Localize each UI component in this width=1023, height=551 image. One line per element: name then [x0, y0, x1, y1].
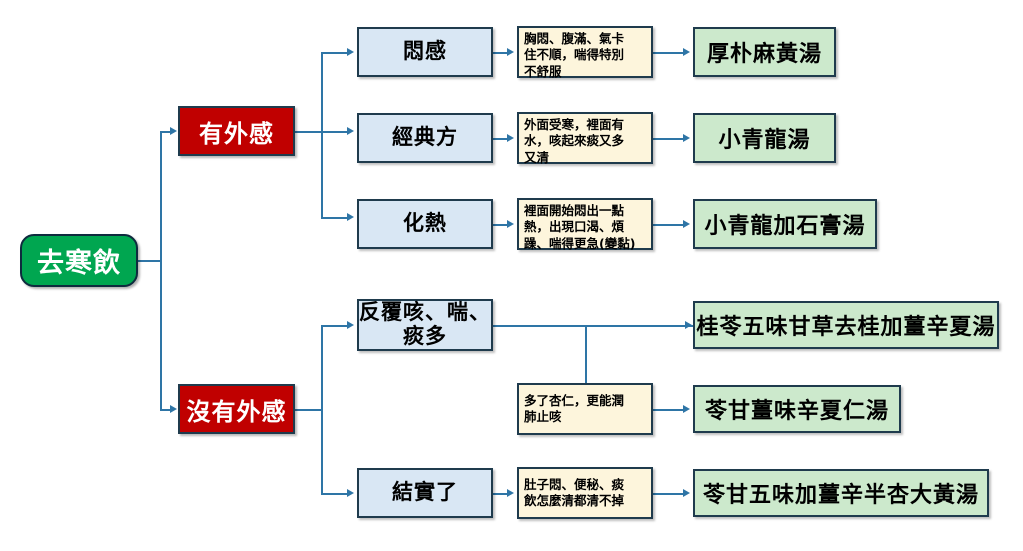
- connector-cat2-out: [295, 409, 323, 411]
- arrow-b5-to-note5: [507, 489, 514, 497]
- branch-node-jie-shi-le[interactable]: 結實了: [357, 468, 493, 518]
- formula-label: 苓甘五味加薑辛半杏大黃湯: [702, 483, 979, 508]
- category-node-without-exterior[interactable]: 沒有外感: [178, 384, 295, 434]
- note-line-1: 多了杏仁，更能潤: [524, 392, 625, 408]
- connector-cat1-to-b3: [321, 217, 349, 219]
- note-line-2: 住不順，喘得特別: [524, 47, 625, 63]
- connector-b3-to-note3: [493, 224, 509, 226]
- branch-node-men-gan[interactable]: 悶感: [357, 27, 493, 77]
- note-box-4[interactable]: 多了杏仁，更能潤 肺止咳: [517, 383, 653, 435]
- arrow-note1-to-rx1: [683, 48, 690, 56]
- note-line-1: 胸悶、腹滿、氣卡: [524, 31, 625, 46]
- arrow-root-to-cat1: [170, 127, 177, 135]
- formula-label: 小青龍湯: [718, 128, 811, 153]
- note-line-2: 肺止咳: [524, 409, 562, 424]
- note-line-3: 又清: [524, 149, 550, 165]
- arrow-b1-to-note1: [507, 48, 514, 56]
- branch-label-line2: 痰多: [403, 324, 447, 348]
- connector-cat1-to-b2: [321, 131, 349, 133]
- arrow-cat1-to-b1: [347, 48, 354, 56]
- note-line-3: 躁、喘得更急(變黏): [524, 235, 636, 251]
- formula-label: 小青龍加石膏湯: [704, 214, 866, 239]
- branch-node-hua-re[interactable]: 化熱: [357, 199, 493, 249]
- arrow-b2-to-note2: [507, 134, 514, 142]
- formula-node-xiao-qing-long-jia-shi-gao-tang[interactable]: 小青龍加石膏湯: [693, 199, 877, 249]
- note-line-1: 裡面開始悶出一點: [524, 203, 625, 218]
- note-box-1[interactable]: 胸悶、腹滿、氣卡 住不順，喘得特別 不舒服: [517, 26, 653, 79]
- connector-note2-to-rx2: [653, 138, 685, 140]
- branch-label: 化熱: [403, 211, 447, 236]
- connector-cat2-trunk: [321, 325, 323, 495]
- connector-cat1-out: [295, 131, 323, 133]
- arrow-cat2-to-b4: [347, 321, 354, 329]
- connector-root-to-cat1: [160, 131, 172, 133]
- note-line-2: 水，咳起來痰又多: [524, 133, 625, 149]
- connector-cat1-to-b1: [321, 52, 349, 54]
- arrow-note4-to-rx5: [683, 405, 690, 413]
- formula-node-ling-gan-wu-wei-jia-jiang-xin-ban-xing-da-huang-tang[interactable]: 苓甘五味加薑辛半杏大黃湯: [693, 469, 989, 517]
- connector-b4-drop-to-note4: [585, 325, 587, 383]
- branch-label: 經典方: [392, 125, 458, 150]
- branch-label: 悶感: [403, 39, 447, 64]
- connector-note5-to-rx6: [653, 493, 685, 495]
- branch-node-fan-fu-ke-chuan-tan-duo[interactable]: 反覆咳、喘、 痰多: [357, 299, 493, 351]
- connector-b2-to-note2: [493, 138, 509, 140]
- arrow-cat1-to-b2: [347, 127, 354, 135]
- note-box-3[interactable]: 裡面開始悶出一點 熱，出現口渴、煩 躁、喘得更急(變黏): [517, 198, 653, 251]
- connector-cat2-to-b4: [321, 325, 349, 327]
- note-line-1: 外面受寒，裡面有: [524, 117, 625, 132]
- note-line-2: 熱，出現口渴、煩: [524, 219, 625, 235]
- formula-node-hou-pu-ma-huang-tang[interactable]: 厚朴麻黃湯: [693, 27, 836, 77]
- branch-node-jing-dian-fang[interactable]: 經典方: [357, 113, 493, 163]
- formula-node-ling-gan-jiang-wei-xin-xia-ren-tang[interactable]: 苓甘薑味辛夏仁湯: [693, 385, 901, 433]
- arrow-note3-to-rx3: [683, 220, 690, 228]
- arrow-note5-to-rx6: [683, 489, 690, 497]
- note-line-3: 不舒服: [524, 63, 562, 79]
- root-node-qu-han-yin[interactable]: 去寒飲: [20, 234, 138, 287]
- connector-b4-to-rx4: [493, 325, 693, 327]
- arrow-note2-to-rx2: [683, 134, 690, 142]
- note-box-5[interactable]: 肚子悶、便秘、痰 飲怎麼清都清不掉: [517, 467, 653, 519]
- connector-root-to-cat2: [160, 409, 172, 411]
- category-label: 沒有外感: [186, 397, 287, 426]
- formula-label: 桂苓五味甘草去桂加薑辛夏湯: [696, 315, 996, 340]
- arrow-b3-to-note3: [507, 220, 514, 228]
- connector-note1-to-rx1: [653, 52, 685, 54]
- connector-note4-to-rx5: [653, 409, 685, 411]
- note-line-2: 飲怎麼清都清不掉: [524, 493, 625, 508]
- category-label: 有外感: [199, 119, 274, 148]
- connector-b1-to-note1: [493, 52, 509, 54]
- connector-note3-to-rx3: [653, 224, 685, 226]
- formula-node-xiao-qing-long-tang[interactable]: 小青龍湯: [693, 113, 836, 163]
- branch-label: 結實了: [392, 480, 458, 505]
- note-box-2[interactable]: 外面受寒，裡面有 水，咳起來痰又多 又清: [517, 112, 653, 165]
- connector-cat1-trunk: [321, 52, 323, 219]
- connector-root-out: [138, 260, 162, 262]
- formula-node-gui-ling-wu-wei-gan-cao-qu-gui-jia-jiang-xin-xia-tang[interactable]: 桂苓五味甘草去桂加薑辛夏湯: [693, 301, 999, 349]
- arrow-cat2-to-b5: [347, 489, 354, 497]
- note-line-1: 肚子悶、便秘、痰: [524, 476, 625, 492]
- root-label: 去寒飲: [37, 248, 121, 279]
- branch-label-line1: 反覆咳、喘、: [359, 300, 491, 325]
- connector-b5-to-note5: [493, 493, 509, 495]
- arrow-b4-to-rx4: [685, 321, 692, 329]
- formula-label: 苓甘薑味辛夏仁湯: [704, 399, 889, 424]
- connector-cat2-to-b5: [321, 493, 349, 495]
- arrow-root-to-cat2: [170, 405, 177, 413]
- category-node-with-exterior[interactable]: 有外感: [178, 106, 295, 156]
- formula-label: 厚朴麻黃湯: [706, 42, 822, 67]
- connector-root-trunk: [160, 131, 162, 411]
- arrow-cat1-to-b3: [347, 213, 354, 221]
